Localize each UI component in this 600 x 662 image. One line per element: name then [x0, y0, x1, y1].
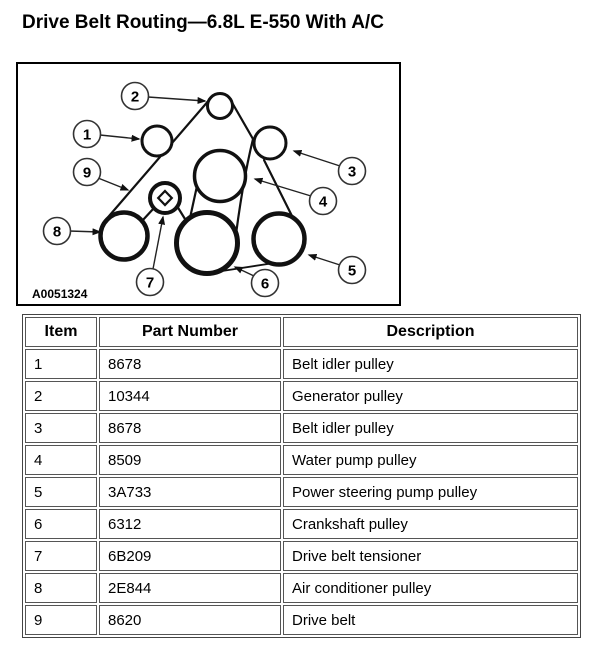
callout-7: 7 [135, 267, 165, 297]
table-row: 2 10344 Generator pulley [25, 381, 578, 411]
callout-arrows [68, 96, 341, 277]
callout-3-label: 3 [348, 163, 356, 180]
cell-part-number: 8678 [99, 413, 281, 443]
callout-3: 3 [337, 156, 367, 186]
callout-1: 1 [72, 119, 102, 149]
belt-idler-pulley-left [140, 124, 174, 158]
generator-pulley [206, 92, 234, 120]
cell-part-number: 8678 [99, 349, 281, 379]
cell-description: Power steering pump pulley [283, 477, 578, 507]
cell-item: 1 [25, 349, 97, 379]
page-title: Drive Belt Routing—6.8L E-550 With A/C [22, 12, 384, 33]
cell-part-number: 2E844 [99, 573, 281, 603]
drive-belt-tensioner [148, 181, 182, 215]
table-row: 6 6312 Crankshaft pulley [25, 509, 578, 539]
callout-6-label: 6 [261, 275, 269, 292]
air-conditioner-pulley [98, 210, 150, 262]
table-row: 8 2E844 Air conditioner pulley [25, 573, 578, 603]
table-header-row: Item Part Number Description [25, 317, 578, 347]
callout-7-label: 7 [146, 274, 154, 291]
cell-item: 8 [25, 573, 97, 603]
cell-part-number: 8620 [99, 605, 281, 635]
header-part-number: Part Number [99, 317, 281, 347]
cell-item: 9 [25, 605, 97, 635]
cell-description: Belt idler pulley [283, 413, 578, 443]
crankshaft-pulley [174, 210, 240, 276]
table-row: 7 6B209 Drive belt tensioner [25, 541, 578, 571]
cell-description: Crankshaft pulley [283, 509, 578, 539]
callout-9-label: 9 [83, 164, 91, 181]
callout-2: 2 [120, 81, 150, 111]
cell-part-number: 3A733 [99, 477, 281, 507]
callout-4: 4 [308, 186, 338, 216]
table-row: 5 3A733 Power steering pump pulley [25, 477, 578, 507]
cell-part-number: 8509 [99, 445, 281, 475]
cell-item: 2 [25, 381, 97, 411]
cell-part-number: 6B209 [99, 541, 281, 571]
cell-description: Drive belt [283, 605, 578, 635]
cell-item: 4 [25, 445, 97, 475]
cell-item: 5 [25, 477, 97, 507]
callout-2-label: 2 [131, 88, 139, 105]
callout-8: 8 [42, 216, 72, 246]
callout-8-label: 8 [53, 223, 61, 240]
callout-1-label: 1 [83, 126, 91, 143]
callout-5-label: 5 [348, 262, 356, 279]
parts-table: Item Part Number Description 1 8678 Belt… [22, 314, 581, 638]
cell-description: Belt idler pulley [283, 349, 578, 379]
cell-description: Air conditioner pulley [283, 573, 578, 603]
water-pump-pulley [192, 148, 248, 204]
table-row: 9 8620 Drive belt [25, 605, 578, 635]
cell-description: Drive belt tensioner [283, 541, 578, 571]
power-steering-pump-pulley [251, 211, 307, 267]
belt-routing-svg: 1 2 3 4 5 6 7 8 [32, 81, 367, 301]
belt-routing-diagram: 1 2 3 4 5 6 7 8 [16, 62, 401, 306]
tensioner-diamond-icon [156, 189, 174, 207]
cell-description: Water pump pulley [283, 445, 578, 475]
cell-part-number: 6312 [99, 509, 281, 539]
figure-id-label: A0051324 [32, 287, 88, 301]
callout-6: 6 [250, 268, 280, 298]
table-row: 1 8678 Belt idler pulley [25, 349, 578, 379]
header-description: Description [283, 317, 578, 347]
table-row: 4 8509 Water pump pulley [25, 445, 578, 475]
cell-item: 6 [25, 509, 97, 539]
cell-part-number: 10344 [99, 381, 281, 411]
callout-4-label: 4 [319, 193, 328, 210]
cell-description: Generator pulley [283, 381, 578, 411]
belt-idler-pulley-right [252, 125, 288, 161]
cell-item: 7 [25, 541, 97, 571]
callout-9: 9 [72, 157, 102, 187]
table-row: 3 8678 Belt idler pulley [25, 413, 578, 443]
cell-item: 3 [25, 413, 97, 443]
pulleys [98, 92, 307, 276]
header-item: Item [25, 317, 97, 347]
callout-5: 5 [337, 255, 367, 285]
